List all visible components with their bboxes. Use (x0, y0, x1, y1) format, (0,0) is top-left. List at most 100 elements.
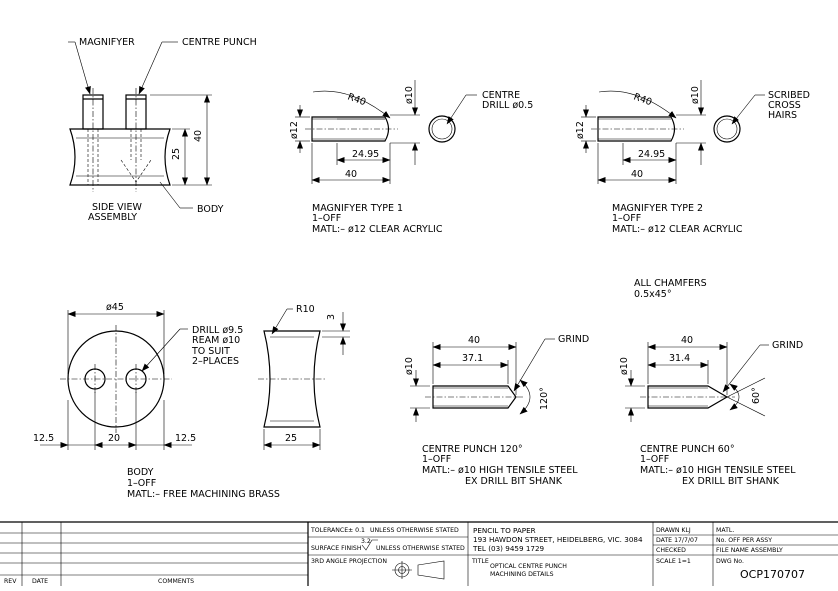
magnifyer-type2-view: R40 ø10 ø12 24.95 40 SCRIBED CROSS HAIRS… (575, 80, 810, 235)
chamfer-value: 0.5x45° (634, 289, 672, 300)
dim-dia-10: ø10 (619, 357, 630, 375)
drawn-by: DRAWN KLJ (656, 527, 691, 534)
label-body: BODY (197, 204, 224, 215)
drawn-date: DATE 17/7/07 (656, 537, 698, 544)
punch120-matl2: EX DRILL BIT SHANK (465, 476, 563, 487)
punch120-qty: 1–OFF (422, 454, 451, 465)
dim-radius-10: R10 (296, 304, 315, 315)
centre-punch-60-view: 40 31.4 ø10 GRIND 60° CENTRE PUNCH 60° 1… (619, 335, 803, 487)
assembly-caption: ASSEMBLY (88, 212, 137, 223)
dim-left-12-5: 12.5 (33, 433, 54, 444)
dim-body-37-1: 37.1 (462, 353, 483, 364)
magnifyer-type2-matl: MATL:– ø12 CLEAR ACRYLIC (612, 224, 743, 235)
dim-dia-10: ø10 (404, 357, 415, 375)
dim-radius: R40 (632, 91, 653, 108)
tolerance-label: TOLERANCE (310, 527, 348, 534)
drill-note-3: TO SUIT (191, 346, 230, 357)
dim-right-12-5: 12.5 (175, 433, 196, 444)
dwg-no-label: DWG No. (716, 558, 744, 565)
label-magnifyer: MAGNIFYER (79, 37, 135, 48)
dim-dia-body: ø12 (289, 121, 300, 139)
dim-height-25: 25 (171, 148, 182, 160)
comments-header: COMMENTS (158, 578, 194, 585)
tolerance-suffix: UNLESS OTHERWISE STATED (370, 527, 459, 534)
dim-height-40: 40 (193, 130, 204, 142)
dim-length-total: 40 (631, 169, 643, 180)
third-angle-projection-icon (392, 560, 445, 580)
tolerance-value: ± 0.1 (348, 527, 365, 534)
note-drill: DRILL ø0.5 (482, 100, 533, 111)
dim-total-40: 40 (681, 335, 693, 346)
dim-dia-tip: ø10 (690, 86, 701, 104)
company-name: PENCIL TO PAPER (473, 526, 536, 535)
punch60-matl: MATL:– ø10 HIGH TENSILE STEEL (640, 465, 796, 476)
punch120-matl: MATL:– ø10 HIGH TENSILE STEEL (422, 465, 578, 476)
dim-radius: R40 (346, 91, 367, 108)
body-side-view: R10 3 25 (258, 304, 350, 450)
dim-body-31-4: 31.4 (669, 353, 690, 364)
dim-total-40: 40 (468, 335, 480, 346)
punch120-title: CENTRE PUNCH 120° (422, 444, 523, 455)
body-title: BODY (127, 467, 154, 478)
magnifyer-type1-view: R40 ø10 ø12 24.95 40 CENTRE DRILL ø0.5 M… (289, 80, 533, 235)
label-grind: GRIND (772, 340, 803, 351)
centre-punch-120-view: 40 37.1 ø10 GRIND 120° CENTRE PUNCH 120°… (404, 334, 589, 487)
label-centre-punch: CENTRE PUNCH (182, 37, 257, 48)
file-name: FILE NAME ASSEMBLY (716, 547, 783, 554)
scale: SCALE 1=1 (656, 558, 691, 565)
body-outline (69, 128, 171, 186)
side-view-caption: SIDE VIEW (92, 202, 142, 213)
drill-note-1: DRILL ø9.5 (192, 325, 243, 336)
title-label: TITLE (471, 558, 489, 565)
surface-finish-icon (361, 539, 378, 551)
title-block: REV DATE COMMENTS TOLERANCE ± 0.1 UNLESS… (0, 521, 838, 586)
drill-note-2: REAM ø10 (192, 335, 240, 346)
body-matl: MATL:– FREE MACHINING BRASS (127, 489, 280, 500)
no-off-label: No. OFF PER ASSY (716, 537, 772, 544)
label-grind: GRIND (558, 334, 589, 345)
note-hairs: HAIRS (768, 110, 797, 121)
drawing-title-2: MACHINING DETAILS (490, 571, 554, 578)
magnifyer-type1-qty: 1–OFF (312, 213, 341, 224)
note-cross: CROSS (768, 100, 801, 111)
chamfer-note: ALL CHAMFERS (634, 278, 707, 289)
dwg-number: OCP170707 (740, 568, 805, 581)
dim-dia-tip: ø10 (404, 86, 415, 104)
body-qty: 1–OFF (127, 478, 156, 489)
punch60-matl2: EX DRILL BIT SHANK (682, 476, 780, 487)
magnifyer-type2-qty: 1–OFF (612, 213, 641, 224)
magnifyer-type1-title: MAGNIFYER TYPE 1 (312, 203, 403, 214)
projection-label: 3RD ANGLE PROJECTION (311, 558, 387, 565)
dim-dia-45: ø45 (106, 302, 124, 313)
matl-label: MATL. (716, 527, 734, 534)
dim-depth-3: 3 (326, 314, 337, 320)
dim-length-body: 24.95 (352, 149, 379, 160)
punch60-qty: 1–OFF (640, 454, 669, 465)
rev-header: REV (4, 578, 17, 585)
company-phone: TEL (03) 9459 1729 (472, 544, 545, 553)
drill-note-4: 2–PLACES (192, 356, 239, 367)
magnifyer-type1-matl: MATL:– ø12 CLEAR ACRYLIC (312, 224, 443, 235)
company-address: 193 HAWDON STREET, HEIDELBERG, VIC. 3084 (473, 535, 643, 544)
finish-value: 3.2 (361, 538, 371, 545)
punch60-title: CENTRE PUNCH 60° (640, 444, 735, 455)
dim-length-body: 24.95 (638, 149, 665, 160)
drawing-title-1: OPTICAL CENTRE PUNCH (490, 563, 567, 570)
note-scribed: SCRIBED (768, 90, 810, 101)
dim-angle-60: 60° (751, 387, 762, 404)
dim-angle-120: 120° (539, 387, 550, 410)
finish-label: SURFACE FINISH (311, 545, 362, 552)
finish-suffix: UNLESS OTHERWISE STATED (376, 545, 465, 552)
dim-width-25: 25 (285, 433, 297, 444)
dim-dia-body: ø12 (575, 121, 586, 139)
checked-by: CHECKED (656, 547, 686, 554)
date-header: DATE (32, 578, 48, 585)
side-view-assembly: MAGNIFYER CENTRE PUNCH 40 25 BODY SIDE V… (68, 37, 257, 223)
note-centre: CENTRE (482, 90, 520, 101)
body-front-view: ø45 DRILL ø9.5 REAM ø10 TO SUIT 2–PLACES… (33, 302, 280, 500)
dim-mid-20: 20 (108, 433, 120, 444)
dim-length-total: 40 (345, 169, 357, 180)
magnifyer-type2-title: MAGNIFYER TYPE 2 (612, 203, 703, 214)
